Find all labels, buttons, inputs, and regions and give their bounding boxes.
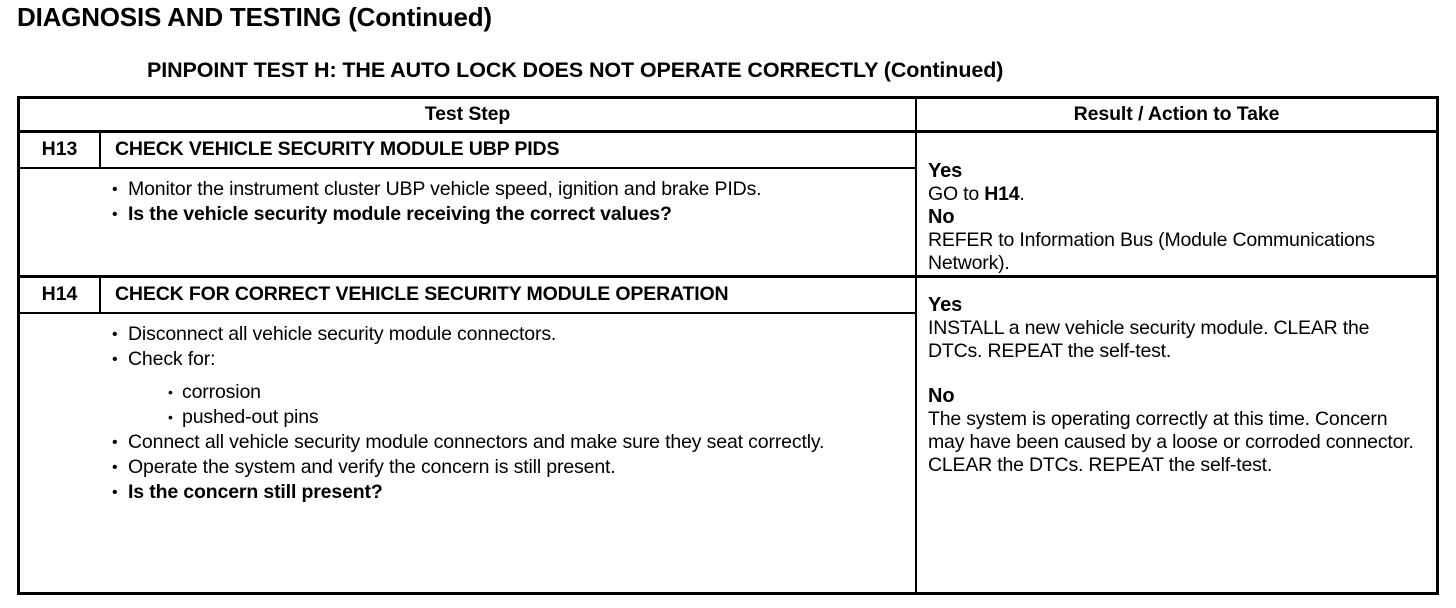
result-yes-text-post: .	[1019, 183, 1025, 205]
list-item: • Connect all vehicle security module co…	[20, 430, 915, 455]
table-row: H13 CHECK VEHICLE SECURITY MODULE UBP PI…	[20, 133, 1436, 278]
step-body-h14: • Disconnect all vehicle security module…	[20, 314, 915, 592]
bullet-dot-icon: •	[112, 206, 118, 223]
list-item-label: pushed-out pins	[182, 406, 319, 428]
result-gap	[928, 363, 1426, 385]
result-yes-label: Yes	[928, 294, 963, 316]
result-yes-text-pre: GO to	[928, 183, 985, 205]
bullet-dot-icon: •	[112, 434, 118, 451]
list-spacer	[20, 372, 915, 380]
table-header-test-step-label: Test Step	[424, 103, 511, 125]
step-title-row-h13: H13 CHECK VEHICLE SECURITY MODULE UBP PI…	[20, 133, 915, 169]
list-item: • Disconnect all vehicle security module…	[20, 322, 915, 347]
step-body-h13: • Monitor the instrument cluster UBP veh…	[20, 169, 915, 275]
result-no-label: No	[928, 206, 955, 228]
bullet-dot-icon: •	[112, 484, 118, 501]
result-no-label: No	[928, 385, 955, 407]
result-yes-label: Yes	[928, 160, 963, 182]
bullet-dot-icon: •	[168, 384, 173, 400]
table-header-row: Test Step Result / Action to Take	[20, 99, 1436, 133]
result-no-text: REFER to Information Bus (Module Communi…	[928, 229, 1375, 274]
test-step-cell-h14: H14 CHECK FOR CORRECT VEHICLE SECURITY M…	[20, 278, 917, 592]
list-item: • Operate the system and verify the conc…	[20, 455, 915, 480]
result-yes-text: GO to H14.	[928, 183, 1426, 206]
bullet-dot-icon: •	[168, 409, 173, 425]
list-item: • corrosion	[20, 380, 915, 405]
table-row: H14 CHECK FOR CORRECT VEHICLE SECURITY M…	[20, 278, 1436, 592]
bullet-dot-icon: •	[112, 326, 118, 343]
pinpoint-test-title: PINPOINT TEST H: THE AUTO LOCK DOES NOT …	[147, 58, 1004, 82]
list-item: • Is the vehicle security module receivi…	[20, 202, 915, 227]
list-item: • Check for:	[20, 347, 915, 372]
table-header-test-step-cell: Test Step	[20, 99, 917, 130]
table-header-result-cell: Result / Action to Take	[917, 99, 1436, 130]
result-no-text: The system is operating correctly at thi…	[928, 408, 1414, 476]
list-item-label: corrosion	[182, 381, 261, 403]
list-item-label: Monitor the instrument cluster UBP vehic…	[128, 178, 762, 200]
result-yes-text: INSTALL a new vehicle security module. C…	[928, 317, 1370, 362]
step-heading-h14: CHECK FOR CORRECT VEHICLE SECURITY MODUL…	[115, 283, 729, 305]
bullet-dot-icon: •	[112, 351, 118, 368]
step-id-h14: H14	[20, 278, 101, 312]
step-title-row-h14: H14 CHECK FOR CORRECT VEHICLE SECURITY M…	[20, 278, 915, 314]
table-header-result-label: Result / Action to Take	[1073, 103, 1280, 125]
list-item: • Monitor the instrument cluster UBP veh…	[20, 177, 915, 202]
list-item-label: Operate the system and verify the concer…	[128, 456, 616, 478]
result-action-cell-h14: Yes INSTALL a new vehicle security modul…	[917, 278, 1436, 592]
list-item: • Is the concern still present?	[20, 480, 915, 505]
list-item-label: Connect all vehicle security module conn…	[128, 431, 825, 453]
result-action-cell-h13: Yes GO to H14. No REFER to Information B…	[917, 133, 1436, 275]
bullet-dot-icon: •	[112, 181, 118, 198]
result-yes-text-ref: H14	[984, 183, 1020, 205]
list-item: • pushed-out pins	[20, 405, 915, 430]
list-item-label: Check for:	[128, 348, 216, 370]
step-heading-h13: CHECK VEHICLE SECURITY MODULE UBP PIDS	[115, 138, 560, 160]
pinpoint-test-table: Test Step Result / Action to Take H13 CH…	[17, 96, 1439, 595]
test-step-cell-h13: H13 CHECK VEHICLE SECURITY MODULE UBP PI…	[20, 133, 917, 275]
step-id-h13: H13	[20, 133, 101, 167]
page-title: DIAGNOSIS AND TESTING (Continued)	[17, 2, 492, 32]
bullet-dot-icon: •	[112, 459, 118, 476]
list-item-label: Disconnect all vehicle security module c…	[128, 323, 557, 345]
list-item-label: Is the vehicle security module receiving…	[128, 203, 672, 225]
list-item-label: Is the concern still present?	[128, 481, 383, 503]
